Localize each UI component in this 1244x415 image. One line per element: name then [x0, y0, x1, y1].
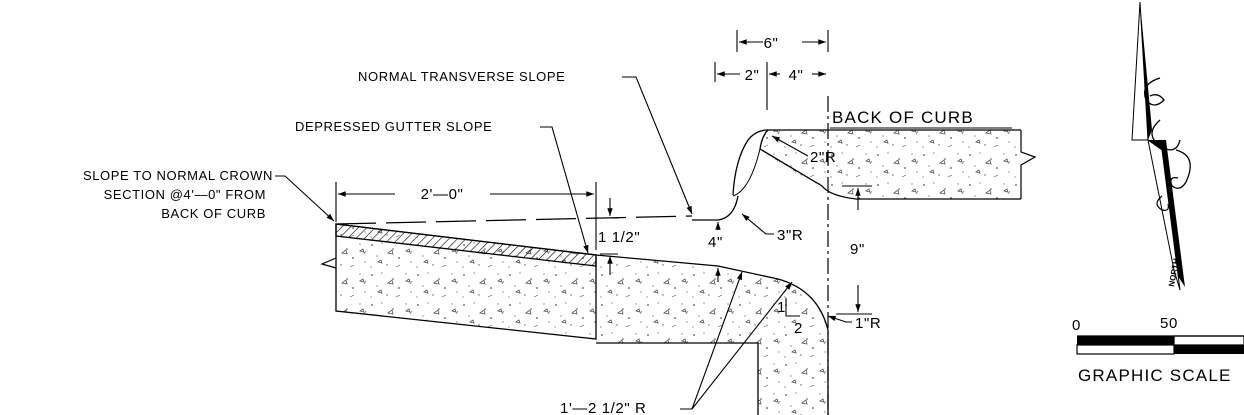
- leader-2in-radius: [771, 135, 809, 157]
- scale-tick-0: 0: [1072, 317, 1081, 334]
- north-arrow: NORTH: [1131, 1, 1191, 291]
- label-slope-note-2: SECTION @4'—0" FROM: [104, 187, 266, 202]
- label-2in-radius: 2"R: [810, 149, 836, 166]
- label-1in-radius: 1"R: [855, 315, 881, 332]
- leader-slope-note: [275, 175, 335, 222]
- slope-triangle: [785, 298, 800, 317]
- leader-1in-radius: [827, 315, 852, 323]
- pavement-slab: [320, 223, 597, 340]
- slope-rise: 1: [777, 299, 786, 316]
- scale-tick-50: 50: [1160, 315, 1178, 332]
- dim-2ft-lines: [335, 182, 597, 250]
- curb-top-slab: [732, 129, 1037, 200]
- label-back-of-curb: BACK OF CURB: [832, 108, 974, 127]
- dim-4in: 4": [789, 67, 804, 84]
- leader-3in-radius: [741, 213, 774, 235]
- label-normal-transverse-slope: NORMAL TRANSVERSE SLOPE: [358, 69, 565, 84]
- gutter-body: [595, 254, 829, 415]
- dim-2in: 2": [745, 67, 760, 84]
- dim-9in-lines: [836, 185, 872, 315]
- flowline: [692, 195, 739, 221]
- scale-title: GRAPHIC SCALE: [1078, 366, 1232, 385]
- dim-1-5in: 1 1/2": [598, 229, 640, 246]
- dim-1-5in-lines: [600, 198, 618, 275]
- label-3in-radius: 3"R: [777, 227, 803, 244]
- label-slope-note-1: SLOPE TO NORMAL CROWN: [83, 168, 273, 183]
- slope-run: 2: [794, 320, 803, 337]
- crown-dashed-line: [335, 215, 693, 225]
- dim-9in: 9": [850, 241, 865, 258]
- label-14-5in-radius: 1'—2 1/2" R: [560, 400, 647, 415]
- dim-4in-vertical: 4": [708, 234, 723, 251]
- leader-14-5in-radius-b: [691, 281, 793, 410]
- label-depressed-gutter-slope: DEPRESSED GUTTER SLOPE: [295, 119, 492, 134]
- graphic-scale: [1076, 335, 1244, 355]
- label-slope-note-3: BACK OF CURB: [161, 206, 266, 221]
- dim-2ft: 2'—0": [421, 186, 464, 203]
- leader-normal-transverse: [622, 76, 693, 215]
- ornament-scroll-icon: [1143, 77, 1165, 106]
- top-dimensions: [714, 30, 829, 110]
- dim-6in: 6": [764, 35, 779, 52]
- leader-depressed-gutter: [540, 126, 589, 254]
